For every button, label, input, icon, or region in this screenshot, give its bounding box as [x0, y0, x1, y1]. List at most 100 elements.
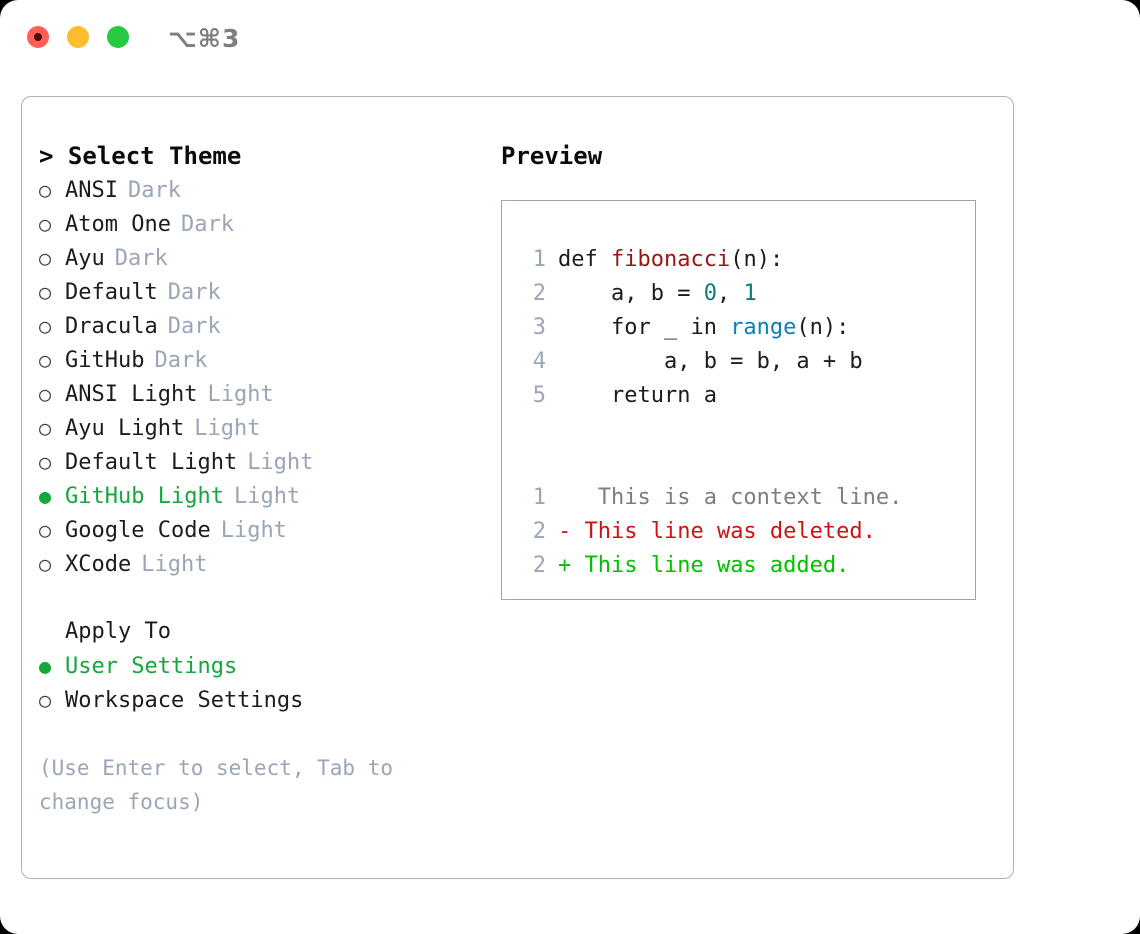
- theme-variant-tag: Dark: [167, 314, 221, 339]
- code-token-plain: ,: [716, 281, 744, 306]
- theme-list-item[interactable]: ○ Default Light Light: [39, 445, 489, 479]
- theme-list-item[interactable]: ○ Google Code Light: [39, 513, 489, 547]
- title-bar: ⌥⌘3: [0, 0, 1140, 78]
- diff-line-added: 2+ This line was added.: [502, 549, 975, 583]
- line-number: 1: [532, 485, 546, 510]
- minimize-window-button[interactable]: [67, 26, 89, 48]
- radio-unselected-icon[interactable]: ○: [39, 518, 52, 542]
- apply-to-option[interactable]: ○ Workspace Settings: [39, 683, 489, 717]
- maximize-window-button[interactable]: [107, 26, 129, 48]
- radio-unselected-icon[interactable]: ○: [39, 450, 52, 474]
- code-token-plain: def: [558, 247, 611, 272]
- line-number: 2: [532, 553, 546, 578]
- theme-variant-tag: Light: [233, 484, 301, 509]
- code-line: 4 a, b = b, a + b: [502, 345, 975, 379]
- theme-variant-tag: Dark: [114, 246, 168, 271]
- theme-variant-tag: Dark: [180, 212, 234, 237]
- apply-to-list[interactable]: ●User Settings ○ Workspace Settings: [39, 649, 489, 717]
- theme-variant-tag: Dark: [154, 348, 208, 373]
- theme-list-item[interactable]: ○ Ayu Dark: [39, 241, 489, 275]
- diff-marker: -: [558, 519, 572, 544]
- code-token-number: 0: [703, 281, 717, 306]
- radio-unselected-icon[interactable]: ○: [39, 552, 52, 576]
- spacer: [502, 413, 975, 447]
- radio-selected-icon[interactable]: ●: [39, 654, 52, 678]
- radio-unselected-icon[interactable]: ○: [39, 688, 52, 712]
- code-token-plain: a, b = b, a + b: [558, 349, 863, 374]
- preview-heading: Preview: [501, 142, 603, 170]
- theme-name-label: XCode: [65, 552, 132, 577]
- apply-to-option[interactable]: ●User Settings: [39, 649, 489, 683]
- theme-list-item[interactable]: ○ Atom One Dark: [39, 207, 489, 241]
- line-number: 1: [532, 247, 546, 272]
- theme-list-item[interactable]: ○ XCode Light: [39, 547, 489, 581]
- traffic-lights: [27, 26, 129, 48]
- diff-marker: [558, 481, 571, 515]
- radio-unselected-icon[interactable]: ○: [39, 178, 52, 202]
- code-line: 2 a, b = 0, 1: [502, 277, 975, 311]
- theme-name-label: Google Code: [65, 518, 211, 543]
- diff-sample: 1 This is a context line.2- This line wa…: [502, 481, 975, 583]
- radio-unselected-icon[interactable]: ○: [39, 280, 52, 304]
- theme-list-item[interactable]: ○ GitHub Dark: [39, 343, 489, 377]
- radio-unselected-icon[interactable]: ○: [39, 382, 52, 406]
- code-token-plain: for _ in: [558, 315, 731, 340]
- spacer: [39, 581, 489, 615]
- theme-name-label: ANSI: [65, 178, 118, 203]
- diff-line-context: 1 This is a context line.: [502, 481, 975, 515]
- theme-name-label: Dracula: [65, 314, 158, 339]
- keyboard-shortcut-label: ⌥⌘3: [168, 24, 241, 53]
- code-token-builtin: range: [730, 315, 797, 340]
- radio-unselected-icon[interactable]: ○: [39, 348, 52, 372]
- theme-name-label: GitHub: [65, 348, 145, 373]
- code-token-plain: a, b =: [558, 281, 704, 306]
- code-token-plain: (n):: [730, 247, 784, 272]
- code-line: 1 def fibonacci(n):: [502, 243, 975, 277]
- diff-text: This is a context line.: [571, 485, 903, 510]
- theme-list-item[interactable]: ○ ANSI Dark: [39, 173, 489, 207]
- code-line: 3 for _ in range(n):: [502, 311, 975, 345]
- radio-unselected-icon[interactable]: ○: [39, 314, 52, 338]
- diff-line-deleted: 2- This line was deleted.: [502, 515, 975, 549]
- theme-name-label: Ayu Light: [65, 416, 185, 441]
- theme-name-label: ANSI Light: [65, 382, 198, 407]
- theme-name-label: Ayu: [65, 246, 105, 271]
- theme-variant-tag: Dark: [127, 178, 181, 203]
- radio-unselected-icon[interactable]: ○: [39, 212, 52, 236]
- spacer: [502, 447, 975, 481]
- radio-unselected-icon[interactable]: ○: [39, 416, 52, 440]
- keyboard-hint-text: (Use Enter to select, Tab to change focu…: [39, 756, 406, 814]
- select-theme-heading: > Select Theme: [39, 142, 242, 170]
- code-token-number: 1: [743, 281, 757, 306]
- theme-list-item[interactable]: ○ Dracula Dark: [39, 309, 489, 343]
- theme-name-label: Default Light: [65, 450, 238, 475]
- line-number: 2: [532, 281, 546, 306]
- close-window-button[interactable]: [27, 26, 49, 48]
- line-number: 5: [532, 383, 546, 408]
- theme-variant-tag: Light: [220, 518, 287, 543]
- theme-name-label: Default: [65, 280, 158, 305]
- theme-variant-tag: Light: [247, 450, 314, 475]
- diff-text: This line was added.: [571, 553, 850, 578]
- theme-name-label: Atom One: [65, 212, 171, 237]
- radio-selected-icon[interactable]: ●: [39, 484, 52, 508]
- theme-variant-tag: Light: [141, 552, 208, 577]
- code-token-plain: (n):: [796, 315, 850, 340]
- line-number: 2: [532, 519, 546, 544]
- apply-to-label: Workspace Settings: [65, 688, 304, 713]
- code-line: 5 return a: [502, 379, 975, 413]
- code-token-function: fibonacci: [610, 247, 731, 272]
- line-number: 4: [532, 349, 546, 374]
- radio-unselected-icon[interactable]: ○: [39, 246, 52, 270]
- code-token-plain: return a: [558, 383, 717, 408]
